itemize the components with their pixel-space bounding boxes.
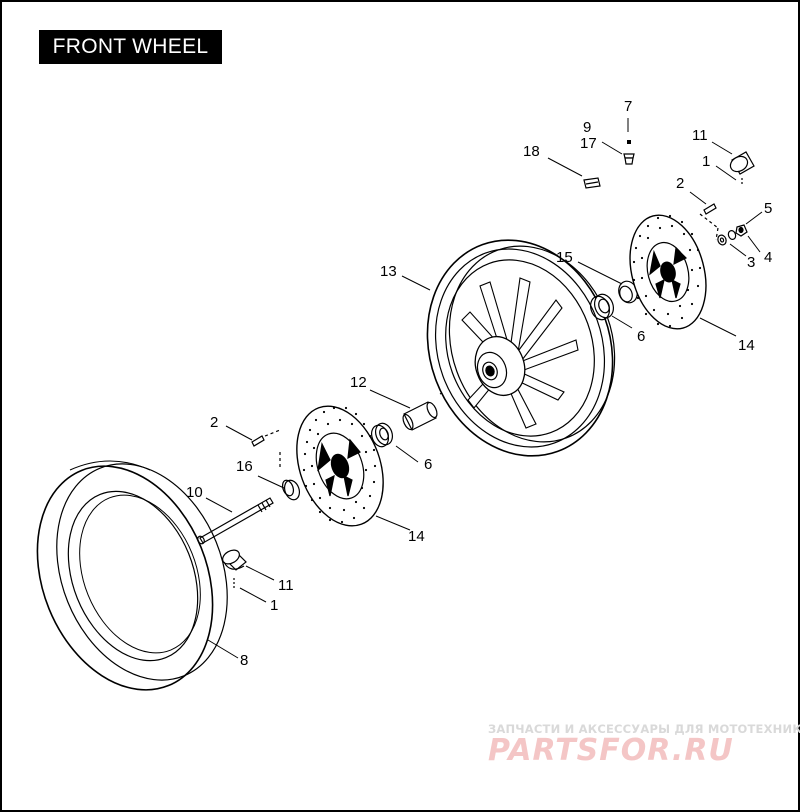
callout-labels: 7 9 17 18 11 1 2 5 4 3 15 13 6 14 12 2 6…: [186, 98, 772, 669]
wheel-rim: [426, 239, 616, 457]
callout-8: 8: [240, 652, 248, 669]
callout-16: 16: [236, 458, 253, 475]
screw-lower: [251, 429, 281, 447]
washer-nut-stack: [717, 224, 748, 246]
tire: [36, 460, 228, 691]
spacer-upper: [729, 151, 755, 186]
callout-5: 5: [764, 200, 772, 217]
brake-disc-left: [296, 405, 384, 527]
callout-7: 7: [624, 98, 632, 115]
spacer-sleeve: [402, 401, 438, 431]
callout-18: 18: [523, 143, 540, 160]
callout-14-upper: 14: [738, 337, 755, 354]
callout-9: 9: [583, 119, 591, 136]
bearing-upper: [589, 293, 615, 321]
callout-13: 13: [380, 263, 397, 280]
watermark-logo: PARTSFOR.RU: [488, 733, 734, 768]
callout-14-lower: 14: [408, 528, 425, 545]
screw-upper: [699, 203, 719, 241]
callout-2-upper: 2: [676, 175, 684, 192]
callout-4: 4: [764, 249, 772, 266]
callout-6-lower: 6: [424, 456, 432, 473]
callout-2-lower: 2: [210, 414, 218, 431]
brake-disc-right: [629, 214, 707, 330]
watermark-tagline: ЗАПЧАСТИ И АКСЕССУАРЫ ДЛЯ МОТОТЕХНИКИ: [488, 722, 800, 736]
callout-6-upper: 6: [637, 328, 645, 345]
callout-11-lower: 11: [278, 577, 294, 594]
callout-10: 10: [186, 484, 203, 501]
callout-12: 12: [350, 374, 367, 391]
callout-3: 3: [747, 254, 755, 271]
collar-15: [618, 280, 638, 304]
callout-11-upper: 11: [692, 127, 708, 144]
axle: [197, 497, 274, 545]
callout-1-upper: 1: [702, 153, 710, 170]
spacer-lower: [222, 549, 247, 588]
valve-stem: [623, 140, 635, 165]
callout-17: 17: [580, 135, 597, 152]
collar-16: [279, 452, 301, 501]
bearing-lower: [370, 422, 394, 448]
leader-lines: [205, 118, 763, 659]
diagram-title: FRONT WHEEL: [39, 30, 222, 64]
callout-15: 15: [556, 249, 573, 266]
callout-1-lower: 1: [270, 597, 278, 614]
balance-weight: [583, 177, 601, 189]
